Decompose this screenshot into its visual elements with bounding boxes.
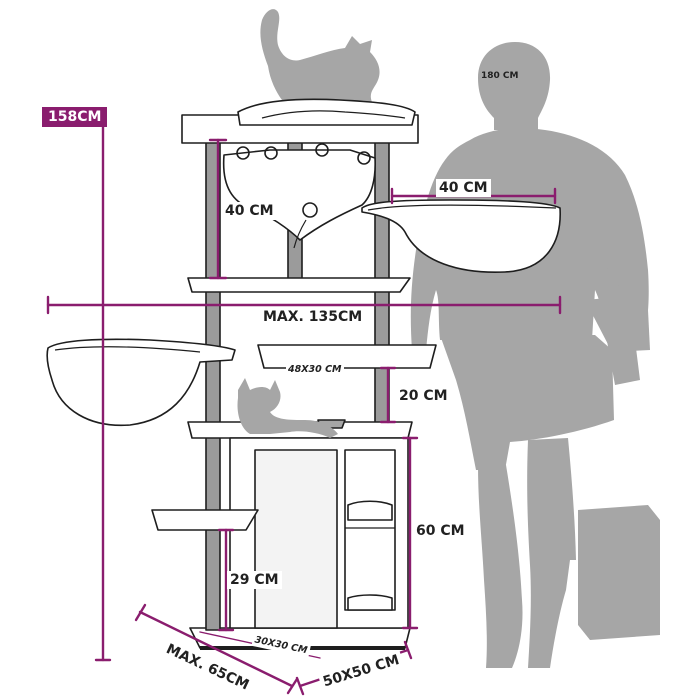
- cabinet-height-label: 60 CM: [413, 522, 468, 540]
- platform-gap-label: 20 CM: [396, 387, 451, 405]
- hammock: [222, 149, 376, 241]
- left-basket: [46, 338, 236, 427]
- middle-platform: [187, 277, 411, 293]
- toy-icon: [293, 202, 318, 249]
- platform-size-label: 48X30 CM: [286, 364, 344, 376]
- lower-step-height-label: 29 CM: [227, 571, 282, 589]
- cat-silhouette-icon: [260, 9, 388, 120]
- right-basket: [361, 199, 561, 273]
- platform-48x30: [257, 344, 437, 369]
- person-height-label: 180 CM: [481, 71, 519, 81]
- cat-tree: [46, 98, 561, 650]
- total-height-label: 158CM: [42, 107, 108, 127]
- dimension-lines: [46, 108, 562, 696]
- person-silhouette-icon: [410, 42, 660, 668]
- cabinet-window: [344, 449, 396, 611]
- basket-width-label: 40 CM: [436, 179, 491, 197]
- lower-step: [151, 509, 259, 531]
- top-bed-cushion: [237, 98, 416, 126]
- cabinet-door: [254, 449, 338, 629]
- kitten-silhouette-icon: [237, 378, 338, 438]
- max-width-label: MAX. 135CM: [260, 308, 366, 326]
- hammock-height-label: 40 CM: [222, 202, 277, 220]
